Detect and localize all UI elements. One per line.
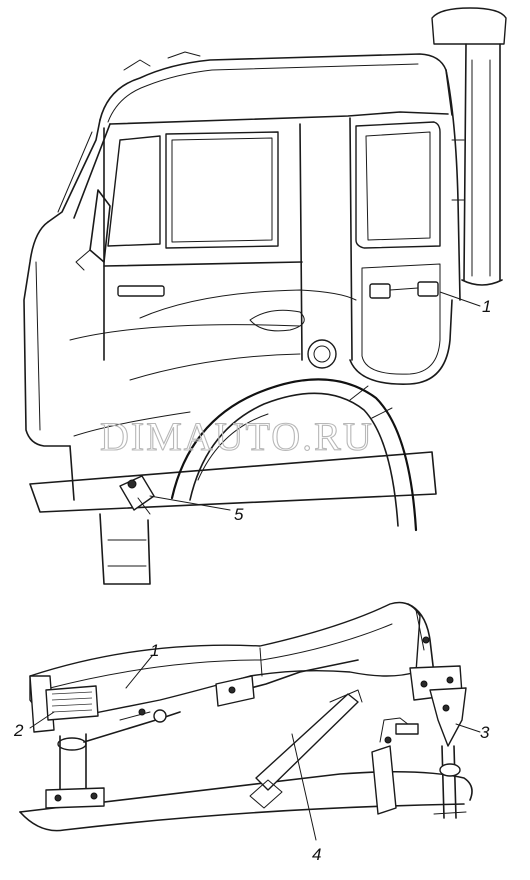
callout-2: 2 — [13, 711, 55, 740]
callout-label: 3 — [480, 723, 490, 742]
callout-label: 1 — [150, 641, 159, 660]
callout-5: 5 — [149, 495, 244, 524]
callout-label: 4 — [312, 845, 321, 864]
callout-1-top: 1 — [439, 291, 491, 316]
cab-suspension-assembly — [19, 601, 473, 832]
truck-cab-illustration — [23, 7, 507, 585]
callout-label: 5 — [234, 505, 244, 524]
callout-1-bottom: 1 — [125, 641, 159, 689]
callout-label: 2 — [13, 721, 24, 740]
callout-3: 3 — [455, 723, 490, 742]
watermark-text: DIMAUTO.RU — [100, 414, 374, 459]
callout-label: 1 — [482, 297, 491, 316]
callout-4: 4 — [291, 733, 321, 864]
